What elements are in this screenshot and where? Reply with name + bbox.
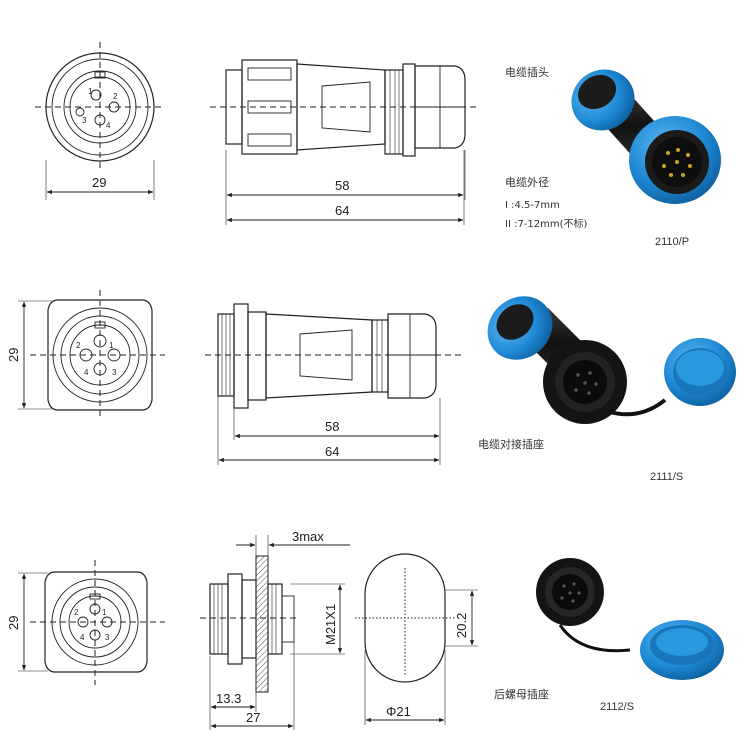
row2-socket: 2 1 4 3 29 [6,290,736,483]
r2-length-64: 64 [325,444,339,459]
r1-pin-label: 1 [88,87,93,96]
plug-name-label: 电缆插头 [505,65,549,79]
r3-thread-dim: M21X1 [323,604,338,645]
cable-od-range-1: I :4.5-7mm [505,200,560,211]
r2-length-58: 58 [325,419,339,434]
r1-pin-label: 3 [82,116,87,125]
r2-model-code: 2111/S [650,471,683,483]
r3-panel-thickness: 3max [292,529,324,544]
r1-pin-label: 4 [106,121,111,130]
r3-flat-dim: 20.2 [454,613,469,638]
r3-front-view: 2 1 4 3 29 [6,560,165,685]
r3-socket-photo [536,558,724,680]
r2-front-view: 2 1 4 3 29 [6,290,165,420]
r3-height-dim: 29 [6,616,21,630]
row3-rear-nut-socket: 2 1 4 3 29 3max [6,529,724,730]
r1-length-58: 58 [335,178,349,193]
r1-length-64: 64 [335,203,349,218]
r1-pin-label: 2 [113,92,118,101]
r3-side-view: 3max M21X1 13.3 27 [200,529,350,730]
r1-width-dim: 29 [92,175,106,190]
r2-pin-label: 2 [76,341,81,350]
r3-pin-label: 3 [105,633,110,642]
r3-length-13-3: 13.3 [216,691,241,706]
r3-panel-cutout: 20.2 Φ21 [355,553,478,725]
r1-side-view: 58 64 [210,59,480,225]
r3-cutout-diameter: Φ21 [386,704,411,719]
r3-pin-label: 2 [74,608,79,617]
r3-model-code: 2112/S [600,701,634,713]
socket-name-label: 电缆对接插座 [478,437,544,451]
r3-pin-label: 4 [80,633,85,642]
r3-length-27: 27 [246,710,260,725]
r1-plug-photo [571,69,721,204]
r1-front-view: 1 2 3 4 29 [35,42,165,200]
row1-plug: 1 2 3 4 29 [35,42,721,248]
r2-side-view: 58 64 [205,303,462,465]
cable-od-title: 电缆外径 [505,176,549,189]
rear-nut-name-label: 后螺母插座 [494,687,549,701]
r1-model-code: 2110/P [655,236,689,248]
r2-pin-label: 1 [109,341,114,350]
r3-pin-label: 1 [102,608,107,617]
r2-height-dim: 29 [6,348,21,362]
r2-socket-photo [487,296,736,424]
r2-pin-label: 3 [112,368,117,377]
r2-pin-label: 4 [84,368,89,377]
cable-od-range-2: II :7-12mm(不标) [505,218,588,230]
